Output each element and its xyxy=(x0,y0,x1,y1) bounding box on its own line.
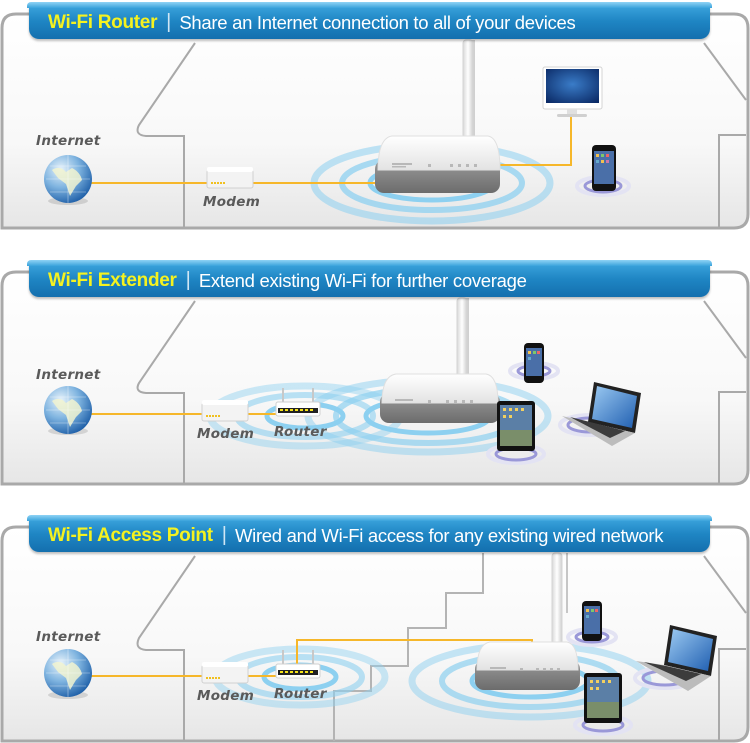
modem-icon xyxy=(206,167,254,189)
modem-label: Modem xyxy=(197,688,255,704)
internet-label: Internet xyxy=(36,629,101,645)
mode-description: Extend existing Wi-Fi for further covera… xyxy=(198,269,527,291)
tablet-device xyxy=(486,401,546,465)
modem-label: Modem xyxy=(197,426,255,442)
modem-icon xyxy=(201,662,249,684)
tablet-device xyxy=(573,673,633,736)
router-label: Router xyxy=(274,686,327,702)
smartphone-icon xyxy=(592,145,616,191)
laptop-device xyxy=(558,382,641,446)
title-separator: | xyxy=(185,269,191,291)
wifi-access-point-diagram xyxy=(0,525,750,743)
router-icon xyxy=(275,388,321,417)
wall-line xyxy=(136,42,196,228)
internet-label: Internet xyxy=(36,367,101,383)
mode-title: Wi-Fi Access Point xyxy=(48,524,213,546)
house-outline xyxy=(0,12,750,230)
wall-line xyxy=(703,42,747,101)
mode-banner: Wi-Fi Router | Share an Internet connect… xyxy=(27,2,712,39)
laptop-icon xyxy=(562,382,641,446)
internet-label: Internet xyxy=(36,133,101,149)
wifi-extender-diagram xyxy=(0,270,750,486)
globe-icon xyxy=(44,649,92,699)
smartphone-device xyxy=(566,601,618,647)
wall-line xyxy=(136,300,196,484)
smartphone-device xyxy=(575,145,631,197)
wifi-extender-icon xyxy=(380,297,500,423)
tablet-icon xyxy=(497,401,535,451)
mode-title: Wi-Fi Router xyxy=(48,11,158,33)
panel-wifi-access-point: Wi-Fi Access Point | Wired and Wi-Fi acc… xyxy=(0,513,750,743)
panel-wifi-router: Wi-Fi Router | Share an Internet connect… xyxy=(0,0,750,232)
wall-line xyxy=(703,555,747,614)
wifi-router-icon xyxy=(375,39,501,193)
wall-line xyxy=(718,391,746,484)
tablet-icon xyxy=(584,673,622,723)
access-point-icon xyxy=(475,552,580,690)
smartphone-device xyxy=(508,343,560,383)
wall-line xyxy=(703,300,747,359)
mode-description: Share an Internet connection to all of y… xyxy=(179,11,576,33)
globe-icon xyxy=(44,386,92,435)
mode-banner: Wi-Fi Extender | Extend existing Wi-Fi f… xyxy=(27,260,712,297)
globe-icon xyxy=(44,155,92,205)
title-separator: | xyxy=(166,11,172,33)
house-outline xyxy=(0,525,750,743)
mode-description: Wired and Wi-Fi access for any existing … xyxy=(234,524,664,546)
wifi-router-diagram xyxy=(0,12,750,230)
cable xyxy=(498,115,572,166)
laptop-icon xyxy=(636,625,717,691)
mode-title: Wi-Fi Extender xyxy=(48,269,177,291)
modem-label: Modem xyxy=(203,194,261,210)
router-label: Router xyxy=(274,424,327,440)
mode-banner: Wi-Fi Access Point | Wired and Wi-Fi acc… xyxy=(27,515,712,552)
wall-line xyxy=(718,648,746,741)
title-separator: | xyxy=(221,524,227,546)
modem-icon xyxy=(201,400,249,422)
wall-line xyxy=(136,555,196,741)
wall-line xyxy=(718,134,746,228)
smartphone-icon xyxy=(524,343,544,383)
house-outline xyxy=(0,270,750,486)
router-icon xyxy=(275,650,321,679)
panel-wifi-extender: Wi-Fi Extender | Extend existing Wi-Fi f… xyxy=(0,258,750,490)
monitor-icon xyxy=(542,66,603,117)
laptop-device xyxy=(633,625,717,691)
smartphone-icon xyxy=(582,601,602,641)
